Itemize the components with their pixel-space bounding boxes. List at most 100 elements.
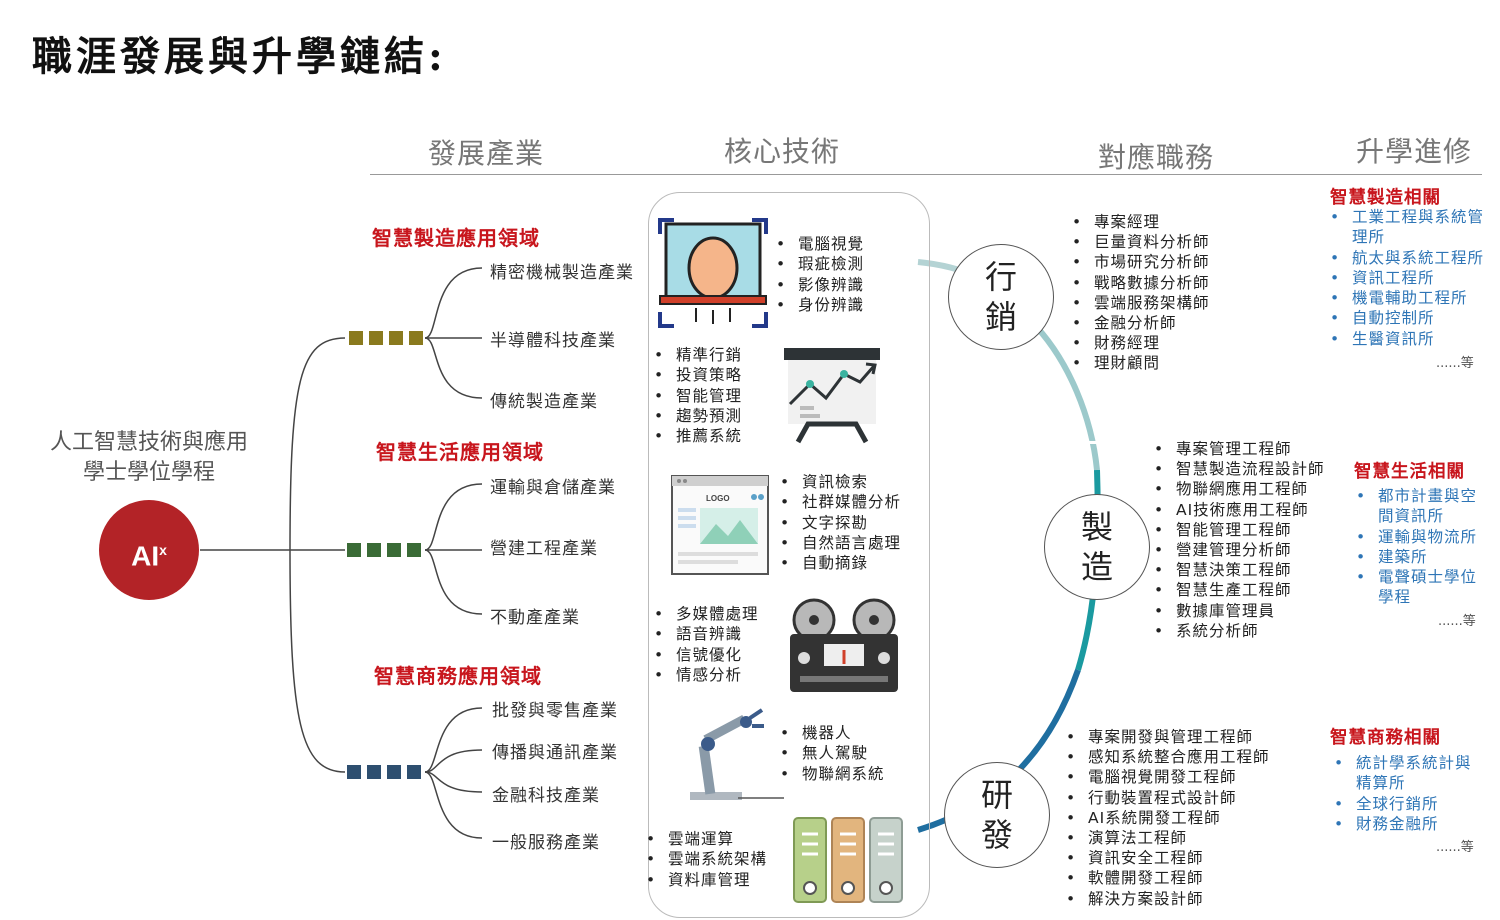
tech-item: 物聯網系統 (780, 764, 885, 784)
job-item: 解決方案設計師 (1066, 889, 1270, 909)
industry-item: 半導體科技產業 (490, 331, 616, 351)
job-list-rnd: 專案開發與管理工程師 感知系統整合應用工程師 電腦視覺開發工程師 行動裝置程式設… (1066, 727, 1270, 909)
tech-item: 自然語言處理 (780, 533, 901, 553)
job-item: 理財顧問 (1072, 353, 1210, 373)
tech-item: 無人駕駛 (780, 743, 885, 763)
job-item: 智慧製造流程設計師 (1154, 459, 1325, 479)
tech-item: 機器人 (780, 723, 885, 743)
industry-item: 金融科技產業 (492, 786, 600, 806)
tech-list-analytics: 精準行銷 投資策略 智能管理 趨勢預測 推薦系統 (654, 345, 742, 446)
circle-label: 銷 (984, 298, 1017, 336)
study-item: 生醫資訊所 (1330, 329, 1490, 350)
study-list-manufacturing: 工業工程與系統管理所 航太與系統工程所 資訊工程所 機電輔助工程所 自動控制所 … (1330, 207, 1490, 349)
job-item: 電腦視覺開發工程師 (1066, 767, 1270, 787)
circle-label: 行 (984, 258, 1017, 296)
circle-rnd: 研 發 (944, 762, 1050, 868)
tape-recorder-icon (790, 598, 898, 692)
study-list-life: 都市計畫與空間資訊所 運輸與物流所 建築所 電聲碩士學位學程 (1356, 486, 1486, 608)
tech-item: 信號優化 (654, 645, 759, 665)
tech-item: 多媒體處理 (654, 604, 759, 624)
program-name: 人工智慧技術與應用 學士學位學程 (40, 428, 258, 488)
job-item: 專案管理工程師 (1154, 439, 1325, 459)
header-industry: 發展產業 (428, 137, 545, 170)
study-head-manufacturing: 智慧製造相關 (1330, 188, 1441, 208)
tech-item: 電腦視覺 (776, 234, 864, 254)
tech-list-cloud: 雲端運算 雲端系統架構 資料庫管理 (646, 829, 767, 890)
tech-item: 情感分析 (654, 665, 759, 685)
study-etc: ......等 (1436, 356, 1474, 371)
job-item: 行動裝置程式設計師 (1066, 788, 1270, 808)
job-item: AI系統開發工程師 (1066, 808, 1270, 828)
tech-item: 雲端系統架構 (646, 849, 767, 869)
industry-item: 營建工程產業 (490, 539, 598, 559)
job-item: AI技術應用工程師 (1154, 500, 1325, 520)
face-recognition-icon (658, 218, 768, 328)
industry-item: 傳統製造產業 (490, 392, 598, 412)
tech-list-robotics: 機器人 無人駕駛 物聯網系統 (780, 723, 885, 784)
header-jobs: 對應職務 (1098, 141, 1215, 174)
tech-item: 身份辨識 (776, 295, 864, 315)
domain-manufacturing: 智慧製造應用領域 (372, 226, 540, 250)
industry-item: 傳播與通訊產業 (492, 743, 618, 763)
industry-item: 一般服務產業 (492, 833, 600, 853)
logo-sup: x (159, 542, 167, 558)
header-study: 升學進修 (1356, 135, 1473, 168)
job-item: 智慧決策工程師 (1154, 560, 1325, 580)
tech-list-text: 資訊檢索 社群媒體分析 文字探勘 自然語言處理 自動摘錄 (780, 472, 901, 573)
tech-item: 精準行銷 (654, 345, 742, 365)
job-item: 市場研究分析師 (1072, 252, 1210, 272)
squares-manufacturing (349, 331, 423, 345)
tech-item: 趨勢預測 (654, 406, 742, 426)
study-item: 航太與系統工程所 (1330, 248, 1490, 269)
squares-business (347, 765, 421, 779)
job-item: 系統分析師 (1154, 621, 1325, 641)
tech-item: 瑕疵檢測 (776, 254, 864, 274)
study-list-business: 統計學系統計與精算所 全球行銷所 財務金融所 (1334, 753, 1484, 834)
study-etc: ......等 (1438, 614, 1476, 629)
study-item: 工業工程與系統管理所 (1330, 207, 1490, 248)
job-item: 資訊安全工程師 (1066, 848, 1270, 868)
tech-item: 資料庫管理 (646, 870, 767, 890)
job-item: 感知系統整合應用工程師 (1066, 747, 1270, 767)
circle-label: 研 (980, 776, 1013, 814)
study-item: 都市計畫與空間資訊所 (1356, 486, 1486, 527)
domain-business: 智慧商務應用領域 (374, 664, 542, 688)
job-item: 戰略數據分析師 (1072, 273, 1210, 293)
study-head-business: 智慧商務相關 (1330, 728, 1441, 748)
study-item: 全球行銷所 (1334, 794, 1484, 815)
tech-item: 投資策略 (654, 365, 742, 385)
branch-manufacturing (289, 337, 346, 551)
page-title: 職涯發展與升學鏈結: (32, 33, 447, 80)
study-item: 自動控制所 (1330, 308, 1490, 329)
tech-item: 影像辨識 (776, 275, 864, 295)
job-item: 智慧生產工程師 (1154, 580, 1325, 600)
job-item: 演算法工程師 (1066, 828, 1270, 848)
server-icon (793, 817, 903, 903)
robot-arm-icon (690, 708, 784, 800)
study-item: 運輸與物流所 (1356, 527, 1486, 548)
study-etc: ......等 (1436, 840, 1474, 855)
header-divider (370, 174, 1482, 175)
job-item: 物聯網應用工程師 (1154, 479, 1325, 499)
tech-item: 雲端運算 (646, 829, 767, 849)
tech-item: 推薦系統 (654, 426, 742, 446)
tech-list-media: 多媒體處理 語音辨識 信號優化 情感分析 (654, 604, 759, 685)
study-item: 財務金融所 (1334, 814, 1484, 835)
tech-item: 社群媒體分析 (780, 492, 901, 512)
industry-item: 運輸與倉儲產業 (490, 478, 616, 498)
domain-life: 智慧生活應用領域 (376, 440, 544, 464)
circle-label: 造 (1080, 548, 1113, 586)
industry-item: 精密機械製造產業 (490, 263, 634, 283)
circle-manufacturing: 製 造 (1044, 494, 1150, 600)
program-name-line2: 學士學位學程 (82, 460, 215, 485)
trend-chart-icon (784, 348, 880, 444)
job-item: 數據庫管理員 (1154, 601, 1325, 621)
tech-item: 資訊檢索 (780, 472, 901, 492)
core-tech-panel (648, 192, 930, 918)
job-list-marketing: 專案經理 巨量資料分析師 市場研究分析師 戰略數據分析師 雲端服務架構師 金融分… (1072, 212, 1210, 374)
tech-item: 文字探勘 (780, 513, 901, 533)
tech-item: 語音辨識 (654, 624, 759, 644)
study-head-life: 智慧生活相關 (1354, 462, 1465, 482)
study-item: 機電輔助工程所 (1330, 288, 1490, 309)
job-item: 專案經理 (1072, 212, 1210, 232)
